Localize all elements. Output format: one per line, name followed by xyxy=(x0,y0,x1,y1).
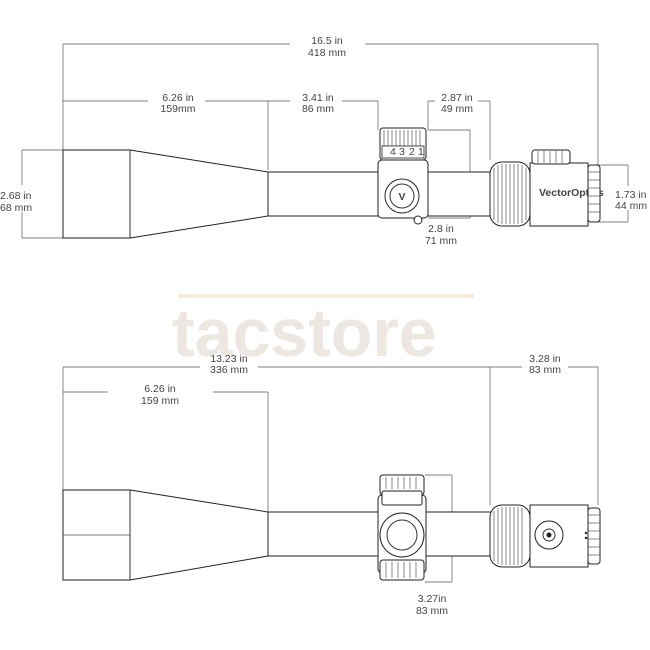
side-turret-height-mm: 83 mm xyxy=(416,605,448,617)
indicator-dot xyxy=(584,536,588,540)
turret-height-mm: 71 mm xyxy=(425,235,457,247)
side-turret-marks xyxy=(385,477,417,489)
vo-logo-icon: V xyxy=(398,191,405,203)
eyepiece-diameter-in: 1.73 in xyxy=(615,189,647,201)
side-windage-turret xyxy=(379,559,425,581)
side-turret-height-in: 3.27in xyxy=(418,593,447,605)
watermark-bar xyxy=(178,294,474,298)
power-icon xyxy=(546,532,552,538)
eyepiece-length-mm: 83 mm xyxy=(529,364,561,376)
eyepiece-length-in: 3.28 in xyxy=(529,353,561,365)
turret-number: 2 xyxy=(409,146,415,158)
eyepiece-diameter-mm: 44 mm xyxy=(615,200,647,212)
ocular-ring xyxy=(587,164,601,223)
objective-diameter-mm: 68 mm xyxy=(0,202,32,214)
turret-height-in: 2.8 in xyxy=(428,223,454,235)
indicator-dot xyxy=(584,531,588,535)
side-power-ring-knurl xyxy=(493,507,523,565)
ocular-knurl xyxy=(588,171,600,213)
side-objective-section-in: 6.26 in xyxy=(144,383,176,395)
turret-eyepiece-mm: 49 mm xyxy=(441,103,473,115)
logo-ring xyxy=(389,183,415,209)
locking-screw xyxy=(413,215,423,225)
side-ocular-ring xyxy=(587,507,601,565)
illumination-dial-button xyxy=(542,528,556,542)
objective-section-mm: 159mm xyxy=(160,103,195,115)
length-to-eyepiece-in: 13.23 in xyxy=(210,353,248,365)
parallax-knob-ring xyxy=(386,519,418,551)
turret-number: 4 xyxy=(390,146,396,158)
illumination-knob-knurl xyxy=(537,151,563,163)
side-windage-marks xyxy=(385,562,417,578)
turret-scale xyxy=(381,145,425,159)
length-to-eyepiece-mm: 336 mm xyxy=(210,364,248,376)
objective-diameter-in: 2.68 in xyxy=(0,190,32,202)
parallax-knob xyxy=(379,512,425,558)
side-view: 13.23 in 336 mm 3.28 in 83 mm 6.26 in 15… xyxy=(62,353,601,617)
total-length-in: 16.5 in xyxy=(311,35,343,47)
power-ring-knurl xyxy=(493,164,527,224)
watermark-text: tacstore xyxy=(172,295,437,371)
side-ocular-knurl xyxy=(588,514,600,556)
side-turret-scale xyxy=(381,490,423,506)
objective-section-in: 6.26 in xyxy=(162,92,194,104)
side-objective-section-mm: 159 mm xyxy=(141,395,179,407)
turret-number: 3 xyxy=(399,146,405,158)
total-length-mm: 418 mm xyxy=(308,47,346,59)
turret-number: 1 xyxy=(418,146,424,158)
tube-front-in: 3.41 in xyxy=(302,92,334,104)
objective-bell xyxy=(62,149,269,239)
turret-eyepiece-in: 2.87 in xyxy=(441,92,473,104)
illumination-knob xyxy=(531,149,571,165)
top-view: 16.5 in 418 mm 6.26 in 159mm 3.41 in 86 … xyxy=(0,35,647,247)
tube-front-mm: 86 mm xyxy=(302,103,334,115)
